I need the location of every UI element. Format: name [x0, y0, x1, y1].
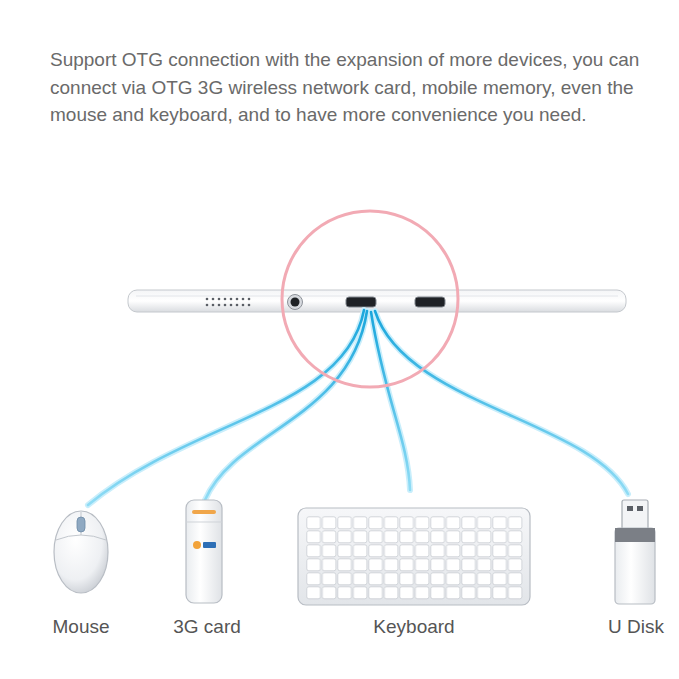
audio-jack-hole: [291, 298, 300, 307]
cable-to-mouse: [88, 310, 364, 505]
tablet-bevel: [136, 296, 618, 297]
device-label: 3G card: [173, 615, 241, 639]
cable-glow: [205, 311, 367, 500]
u-disk-icon: [615, 500, 655, 604]
otg-cables: [88, 310, 628, 505]
tablet-body: [128, 290, 626, 312]
device-label: Keyboard: [373, 615, 454, 639]
device-label: Mouse: [52, 615, 109, 639]
device-label: U Disk: [608, 615, 664, 639]
cable-to-u-disk: [375, 311, 628, 494]
description-text: Support OTG connection with the expansio…: [50, 46, 654, 129]
mouse-icon: [54, 511, 108, 593]
keyboard-icon: [298, 508, 530, 605]
micro-usb-port: [346, 297, 376, 307]
audio-jack: [288, 295, 303, 310]
3g-card-icon: [186, 500, 222, 603]
tablet-edge: [128, 290, 626, 312]
cable-to-3g-card: [205, 311, 367, 500]
cable-glow: [375, 311, 628, 494]
highlight-circle: [282, 211, 458, 387]
cable-glow: [88, 310, 364, 505]
speaker-grille: [206, 298, 251, 307]
micro-hdmi-port: [415, 297, 445, 307]
